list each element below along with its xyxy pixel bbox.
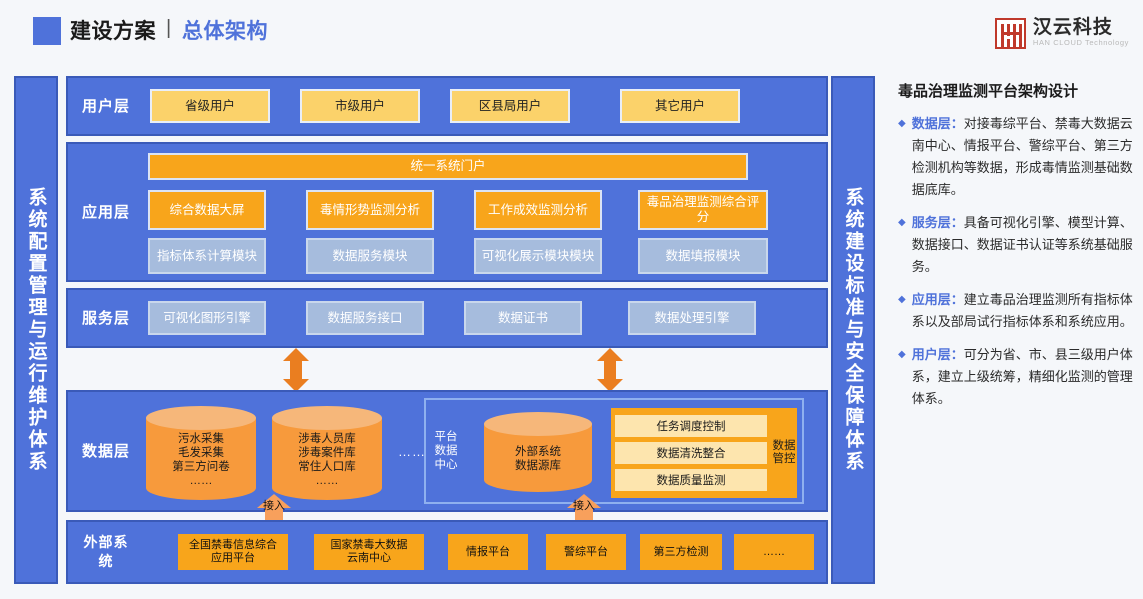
ext-box-intelligence-platform[interactable]: 情报平台 bbox=[448, 534, 528, 570]
ext-box-police-platform[interactable]: 警综平台 bbox=[546, 534, 626, 570]
data-governance-panel: 任务调度控制 数据清洗整合 数据质量监测 数据管控 bbox=[611, 408, 797, 498]
access-arrow-left-label: 接入 bbox=[263, 500, 285, 512]
app-box-data-screen[interactable]: 综合数据大屏 bbox=[148, 190, 266, 230]
diamond-bullet-icon: ◆ bbox=[898, 294, 906, 305]
page-subtitle: 总体架构 bbox=[182, 20, 268, 43]
platform-data-center-label: 平台数据中心 bbox=[434, 431, 458, 471]
access-arrow-icon-right: 接入 bbox=[567, 494, 601, 524]
right-vertical-band: 系统建设标准与安全保障体系 bbox=[831, 76, 875, 584]
governance-row-data-cleaning[interactable]: 数据清洗整合 bbox=[615, 441, 767, 464]
page-title: 建设方案 bbox=[70, 20, 156, 43]
layer-user-label: 用户层 bbox=[81, 97, 130, 115]
cylinder-drug-databases: 涉毒人员库 涉毒案件库 常住人口库 …… bbox=[272, 406, 382, 500]
app-box-visualization[interactable]: 可视化展示模块模块 bbox=[474, 238, 602, 274]
title-separator: | bbox=[166, 17, 172, 39]
info-item-service-layer-key: 服务层： bbox=[911, 215, 964, 230]
info-item-service-layer-text: 具备可视化引擎、模型计算、数据接口、数据证书认证等系统基础服务。 bbox=[911, 215, 1133, 274]
access-arrow-icon-left: 接入 bbox=[257, 494, 291, 524]
cylinder-collection-sources-label: 污水采集 毛发采集 第三方问卷 …… bbox=[172, 433, 230, 487]
info-panel-title: 毒品治理监测平台架构设计 bbox=[898, 83, 1079, 100]
app-box-comprehensive-score[interactable]: 毒品治理监测综合评分 bbox=[638, 190, 768, 230]
info-item-user-layer-key: 用户层： bbox=[911, 347, 964, 362]
layer-service: 服务层 可视化图形引擎 数据服务接口 数据证书 数据处理引擎 bbox=[66, 288, 828, 348]
layer-user: 用户层 省级用户 市级用户 区县局用户 其它用户 bbox=[66, 76, 828, 136]
service-box-data-processing-engine[interactable]: 数据处理引擎 bbox=[628, 301, 756, 335]
info-item-application-layer-key: 应用层： bbox=[911, 292, 964, 307]
cylinder-collection-sources: 污水采集 毛发采集 第三方问卷 …… bbox=[146, 406, 256, 500]
cylinder-drug-databases-label: 涉毒人员库 涉毒案件库 常住人口库 …… bbox=[298, 433, 356, 487]
governance-row-data-quality[interactable]: 数据质量监测 bbox=[615, 468, 767, 491]
layer-external-systems-label: 外部系统 bbox=[83, 534, 129, 569]
governance-row-task-scheduling[interactable]: 任务调度控制 bbox=[615, 415, 767, 438]
data-layer-ellipsis: …… bbox=[398, 444, 426, 459]
info-item-application-layer-text: 建立毒品治理监测所有指标体系以及部局试行指标体系和系统应用。 bbox=[911, 292, 1133, 329]
layer-external-systems: 外部系统 全国禁毒信息综合 应用平台 国家禁毒大数据 云南中心 情报平台 警综平… bbox=[66, 520, 828, 584]
cylinder-external-source-db: 外部系统 数据源库 bbox=[484, 412, 592, 492]
layer-application: 应用层 统一系统门户 综合数据大屏 毒情形势监测分析 工作成效监测分析 毒品治理… bbox=[66, 142, 828, 282]
left-vertical-band: 系统配置管理与运行维护体系 bbox=[14, 76, 58, 584]
service-box-data-certificate[interactable]: 数据证书 bbox=[464, 301, 582, 335]
app-box-work-effect[interactable]: 工作成效监测分析 bbox=[474, 190, 602, 230]
access-arrow-right-label: 接入 bbox=[573, 500, 595, 512]
app-box-indicator-calc[interactable]: 指标体系计算模块 bbox=[148, 238, 266, 274]
info-item-data-layer: ◆ 数据层：对接毒综平台、禁毒大数据云南中心、情报平台、警综平台、第三方检测机构… bbox=[898, 113, 1136, 201]
layer-data-label: 数据层 bbox=[81, 442, 130, 460]
ext-box-third-party-testing[interactable]: 第三方检测 bbox=[640, 534, 722, 570]
info-panel: 毒品治理监测平台架构设计 ◆ 数据层：对接毒综平台、禁毒大数据云南中心、情报平台… bbox=[898, 80, 1136, 421]
diamond-bullet-icon: ◆ bbox=[898, 349, 906, 360]
layer-application-label: 应用层 bbox=[81, 203, 130, 221]
info-item-data-layer-key: 数据层： bbox=[911, 116, 964, 131]
data-governance-title: 数据管控 bbox=[772, 440, 796, 465]
app-portal-box[interactable]: 统一系统门户 bbox=[148, 153, 748, 180]
info-item-data-layer-text: 对接毒综平台、禁毒大数据云南中心、情报平台、警综平台、第三方检测机构等数据，形成… bbox=[911, 116, 1133, 197]
user-box-city[interactable]: 市级用户 bbox=[300, 89, 420, 123]
platform-data-center: 平台数据中心 外部系统 数据源库 任务调度控制 数据清洗整合 数据质量监测 数据… bbox=[424, 398, 804, 504]
double-headed-arrow-icon-left bbox=[283, 348, 309, 392]
ext-box-national-bigdata-yunnan[interactable]: 国家禁毒大数据 云南中心 bbox=[314, 534, 424, 570]
double-headed-arrow-icon-right bbox=[597, 348, 623, 392]
company-logo: 汉云科技 HAN CLOUD Technology bbox=[994, 14, 1129, 52]
diamond-bullet-icon: ◆ bbox=[898, 217, 906, 228]
diamond-bullet-icon: ◆ bbox=[898, 118, 906, 129]
layer-service-label: 服务层 bbox=[81, 309, 130, 327]
app-box-drug-situation[interactable]: 毒情形势监测分析 bbox=[306, 190, 434, 230]
page-header: 建设方案 | 总体架构 汉云科技 HAN CLOUD Technology bbox=[0, 0, 1143, 63]
ext-box-national-drug-platform[interactable]: 全国禁毒信息综合 应用平台 bbox=[178, 534, 288, 570]
info-item-user-layer: ◆ 用户层：可分为省、市、县三级用户体系，建立上级统筹，精细化监测的管理体系。 bbox=[898, 344, 1136, 410]
blue-square-icon bbox=[33, 17, 61, 45]
user-box-province[interactable]: 省级用户 bbox=[150, 89, 270, 123]
app-box-data-service[interactable]: 数据服务模块 bbox=[306, 238, 434, 274]
logo-company-name: 汉云科技 bbox=[1032, 17, 1113, 38]
user-box-other[interactable]: 其它用户 bbox=[620, 89, 740, 123]
app-box-data-report[interactable]: 数据填报模块 bbox=[638, 238, 768, 274]
info-item-service-layer: ◆ 服务层：具备可视化引擎、模型计算、数据接口、数据证书认证等系统基础服务。 bbox=[898, 212, 1136, 278]
info-item-application-layer: ◆ 应用层：建立毒品治理监测所有指标体系以及部局试行指标体系和系统应用。 bbox=[898, 289, 1136, 333]
logo-company-name-en: HAN CLOUD Technology bbox=[1032, 38, 1129, 47]
ext-box-more[interactable]: …… bbox=[734, 534, 814, 570]
service-box-graphic-engine[interactable]: 可视化图形引擎 bbox=[148, 301, 266, 335]
info-item-user-layer-text: 可分为省、市、县三级用户体系，建立上级统筹，精细化监测的管理体系。 bbox=[911, 347, 1133, 406]
service-box-data-api[interactable]: 数据服务接口 bbox=[306, 301, 424, 335]
cylinder-external-source-db-label: 外部系统 数据源库 bbox=[515, 446, 561, 472]
user-box-district[interactable]: 区县局用户 bbox=[450, 89, 570, 123]
seal-icon bbox=[994, 17, 1026, 49]
